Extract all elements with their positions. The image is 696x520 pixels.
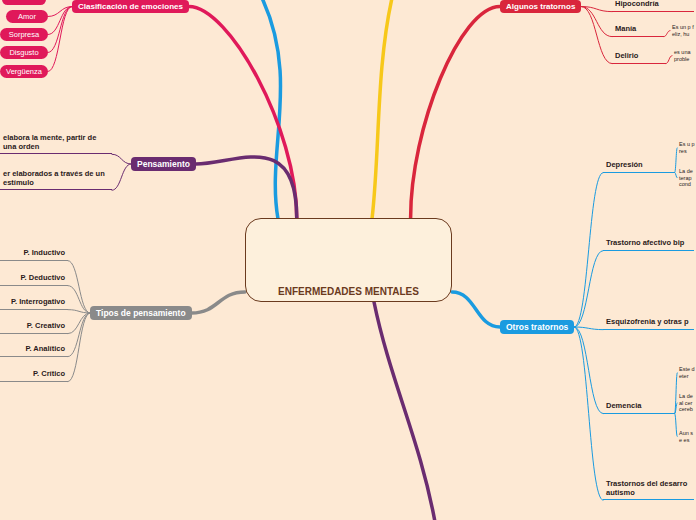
connector: [666, 56, 672, 64]
connector: [675, 403, 677, 414]
connector: [452, 292, 500, 327]
node-text: elabora la mente, partir de una orden: [3, 134, 109, 151]
connector: [68, 313, 90, 382]
node-text: Este deter: [679, 366, 695, 379]
node-text: ENFERMEDADES MENTALES: [246, 286, 451, 297]
connector: [574, 327, 603, 414]
branch-line: [374, 302, 435, 520]
connector: [664, 31, 670, 37]
note-text: Es un p feliz, hu: [672, 24, 694, 37]
connector: [581, 7, 612, 64]
node-text: Es un p feliz, hu: [672, 24, 694, 37]
connector: [675, 414, 677, 437]
node-text: P. Inductivo: [3, 249, 65, 258]
connector: [48, 7, 72, 72]
connector: [112, 154, 131, 164]
node-text: Tipos de pensamiento: [96, 308, 186, 318]
emotion-pill: Disgusto: [0, 46, 48, 59]
disorder-leaf: Trastorno afectivo bip: [603, 239, 694, 251]
note-text: es una proble: [674, 49, 694, 62]
node-text: P. Deductivo: [3, 274, 65, 283]
disorder-leaf: Demencia: [603, 402, 675, 414]
disorder-leaf: Depresión: [603, 161, 675, 173]
node-text: Otros tratornos: [506, 322, 568, 332]
node-text: Aun se es: [679, 430, 695, 443]
node-text: es una proble: [674, 49, 694, 62]
disorder-leaf: Trastornos del desarro autismo: [603, 480, 694, 500]
connector: [68, 261, 90, 313]
connector: [68, 286, 90, 313]
node-text: Depresión: [606, 161, 672, 170]
node-text: Sorpresa: [4, 30, 44, 39]
node-text: Disgusto: [4, 48, 44, 57]
disorder-leaf: Hipocondría: [612, 0, 694, 12]
connector: [48, 7, 72, 53]
central-topic: ENFERMEDADES MENTALES: [245, 218, 452, 302]
cut-pill: [2, 0, 46, 5]
branch-box: Otros tratornos: [500, 320, 574, 334]
node-text: Es u pres: [679, 141, 695, 154]
node-text: La de terap cond: [679, 168, 695, 188]
disorder-leaf: Delirio: [612, 52, 666, 64]
note-leaf: elabora la mente, partir de una orden: [0, 134, 112, 154]
node-text: Hipocondría: [615, 0, 691, 9]
connector: [675, 173, 677, 178]
note-text: Aun se es: [679, 430, 695, 443]
disorder-leaf: Manía: [612, 25, 664, 37]
note-text: La de al cer cereb: [679, 393, 695, 413]
connector: [581, 7, 612, 37]
connector: [196, 157, 297, 218]
node-text: Trastornos del desarro autismo: [606, 480, 691, 497]
node-text: Algunos tratornos: [506, 2, 575, 11]
disorder-leaf: Esquizofrenia y otras p: [603, 318, 694, 330]
type-leaf: P. Creativo: [0, 322, 68, 334]
branch-box: Tipos de pensamiento: [90, 306, 192, 320]
emotion-pill: Amor: [6, 10, 48, 23]
emotion-pill: Vergüenza: [0, 65, 48, 78]
emotion-pill: Sorpresa: [0, 28, 48, 41]
connector: [112, 164, 131, 190]
connector: [574, 327, 603, 500]
branch-box: Clasificación de emociones: [72, 0, 189, 13]
branch-box: Pensamiento: [131, 157, 196, 171]
note-text: Es u pres: [679, 141, 695, 154]
branch-line: [372, 0, 392, 219]
node-text: P. Creativo: [3, 322, 65, 331]
note-text: Este deter: [679, 366, 695, 379]
connector: [574, 251, 603, 327]
node-text: Manía: [615, 25, 661, 34]
note-leaf: er elaborados a través de un estímulo: [0, 170, 112, 190]
node-text: P. Crítico: [3, 370, 65, 379]
node-text: Esquizofrenia y otras p: [606, 318, 691, 327]
connector: [574, 173, 603, 327]
type-leaf: P. Interrogativo: [0, 298, 68, 310]
type-leaf: P. Deductivo: [0, 274, 68, 286]
type-leaf: P. Analítico: [0, 345, 68, 357]
node-text: P. Interrogativo: [3, 298, 65, 307]
node-text: Pensamiento: [137, 159, 190, 169]
node-text: Vergüenza: [4, 67, 44, 76]
branch-box: Algunos tratornos: [500, 0, 581, 13]
note-text: La de terap cond: [679, 168, 695, 188]
connector: [675, 373, 677, 414]
node-text: er elaborados a través de un estímulo: [3, 170, 109, 187]
connector: [192, 292, 245, 313]
connector: [411, 7, 500, 219]
node-text: Amor: [10, 12, 44, 21]
type-leaf: P. Crítico: [0, 370, 68, 382]
node-text: Demencia: [606, 402, 672, 411]
node-text: P. Analítico: [3, 345, 65, 354]
type-leaf: P. Inductivo: [0, 249, 68, 261]
node-text: La de al cer cereb: [679, 393, 695, 413]
connector: [68, 310, 90, 313]
node-text: Delirio: [615, 52, 663, 61]
connector: [675, 148, 677, 173]
node-text: Trastorno afectivo bip: [606, 239, 691, 248]
node-text: Clasificación de emociones: [78, 2, 183, 11]
connector: [189, 7, 297, 219]
